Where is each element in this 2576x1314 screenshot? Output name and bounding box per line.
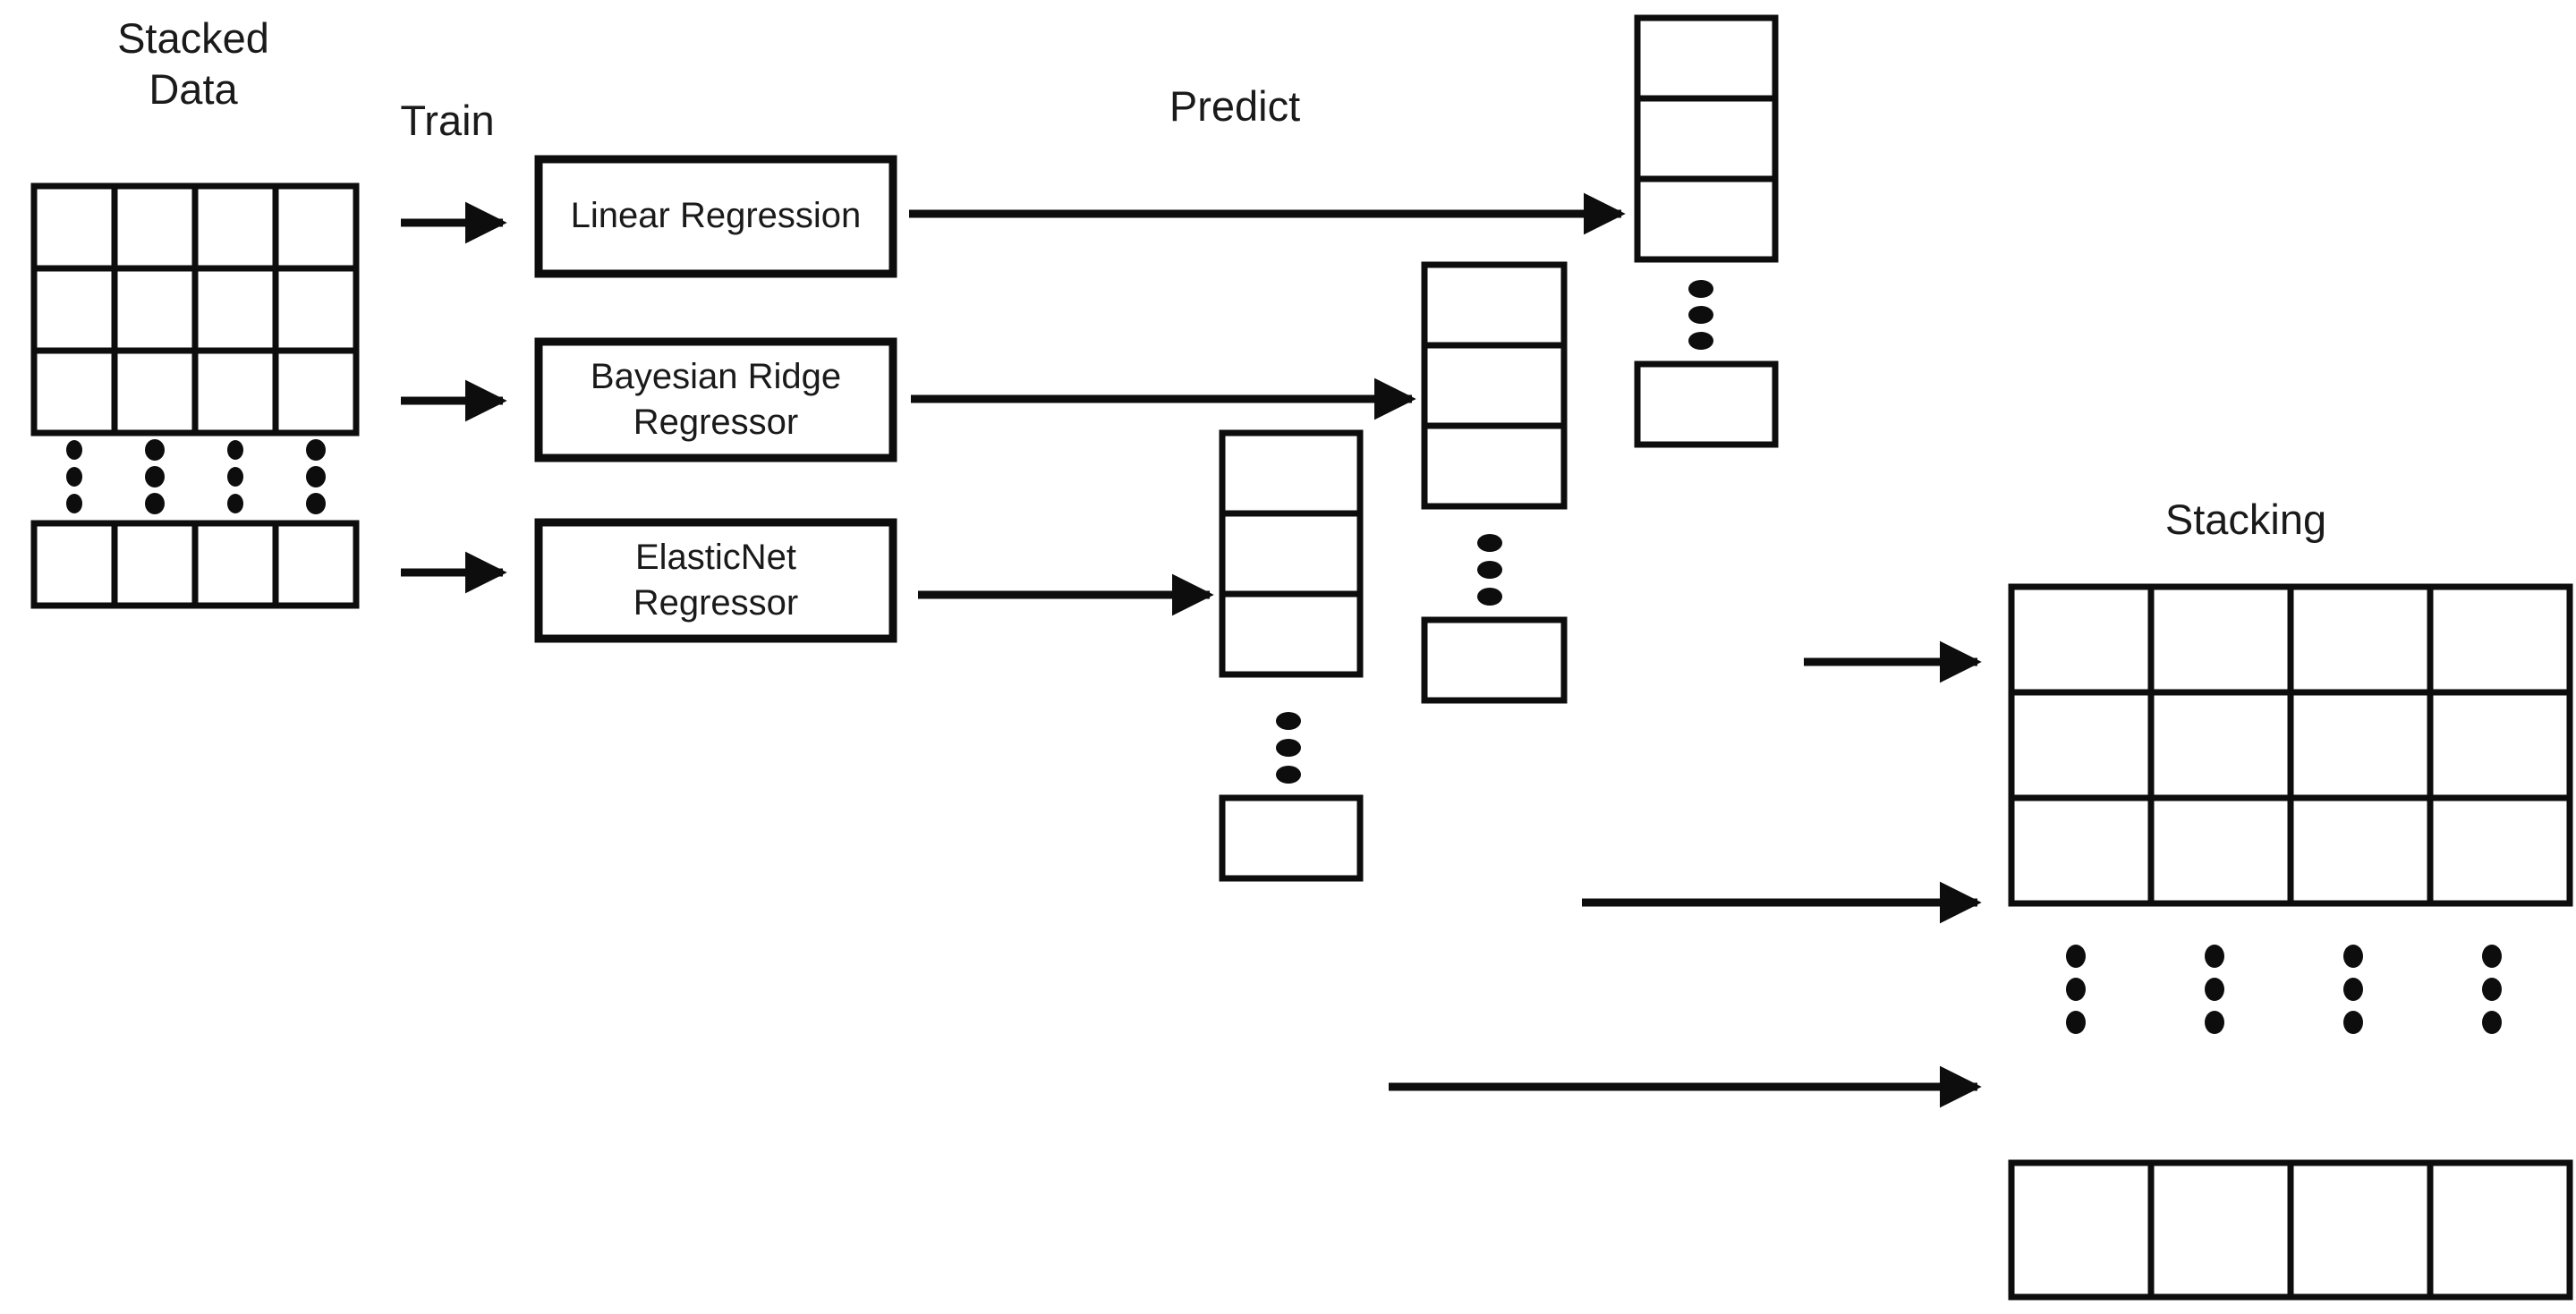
table-cell (30, 347, 118, 437)
vertical-ellipsis (1477, 534, 1502, 606)
table-cell (272, 347, 360, 437)
table-cell (111, 347, 199, 437)
table-cell (191, 182, 279, 272)
linear-regression-predictions-column (1634, 14, 1779, 448)
model-box-linear-regression[interactable] (534, 155, 897, 278)
elasticnet-predictions-column (1219, 429, 1364, 882)
table-cell (2008, 1159, 2155, 1301)
vertical-ellipsis (1688, 280, 1713, 350)
table-cell (30, 265, 118, 354)
model-box-elasticnet-regressor[interactable] (534, 518, 897, 643)
table-cell (191, 520, 279, 609)
prediction-cell (1219, 510, 1364, 598)
model-label-elasticnet-regressor: ElasticNet Regressor (633, 537, 799, 623)
vertical-ellipsis (1276, 712, 1301, 784)
table-cell (2008, 794, 2155, 907)
table-cell (111, 182, 199, 272)
table-cell (2287, 583, 2434, 696)
table-cell (2147, 794, 2294, 907)
stacking-title: Stacking (2164, 496, 2327, 543)
table-cell (2427, 1159, 2573, 1301)
vertical-ellipsis (66, 439, 326, 514)
table-cell (272, 265, 360, 354)
table-cell (2427, 583, 2573, 696)
table-cell (272, 182, 360, 272)
prediction-cell (1421, 422, 1568, 510)
stacked-data-title: Stacked Data (117, 14, 269, 114)
model-box-bayesian-ridge-regressor[interactable] (534, 337, 897, 462)
table-cell (111, 265, 199, 354)
table-cell (30, 520, 118, 609)
stacked-data-table (30, 182, 360, 609)
table-cell (2008, 583, 2155, 696)
table-cell (2427, 689, 2573, 801)
prediction-cell (1219, 794, 1364, 882)
model-label-bayesian-ridge-regressor: Bayesian Ridge Regressor (590, 356, 842, 442)
table-cell (191, 265, 279, 354)
table-cell (2287, 689, 2434, 801)
table-cell (2287, 1159, 2434, 1301)
table-cell (2147, 689, 2294, 801)
stacking-table (2008, 583, 2573, 1301)
table-cell (272, 520, 360, 609)
prediction-cell (1421, 342, 1568, 429)
table-cell (2147, 1159, 2294, 1301)
table-cell (30, 182, 118, 272)
table-cell (2427, 794, 2573, 907)
predict-label: Predict (1169, 82, 1301, 130)
prediction-cell (1634, 175, 1779, 263)
prediction-cell (1634, 95, 1779, 182)
table-cell (2147, 583, 2294, 696)
model-label-linear-regression: Linear Regression (570, 196, 862, 236)
prediction-cell (1219, 429, 1364, 517)
train-label: Train (400, 97, 495, 144)
prediction-cell (1634, 360, 1779, 448)
table-cell (191, 347, 279, 437)
prediction-cell (1421, 261, 1568, 349)
model-boxes (534, 155, 897, 643)
prediction-cell (1219, 590, 1364, 678)
table-cell (2008, 689, 2155, 801)
prediction-cell (1421, 616, 1568, 704)
table-cell (111, 520, 199, 609)
prediction-cell (1634, 14, 1779, 102)
vertical-ellipsis (2066, 945, 2502, 1034)
bayesian-ridge-predictions-column (1421, 261, 1568, 704)
table-cell (2287, 794, 2434, 907)
